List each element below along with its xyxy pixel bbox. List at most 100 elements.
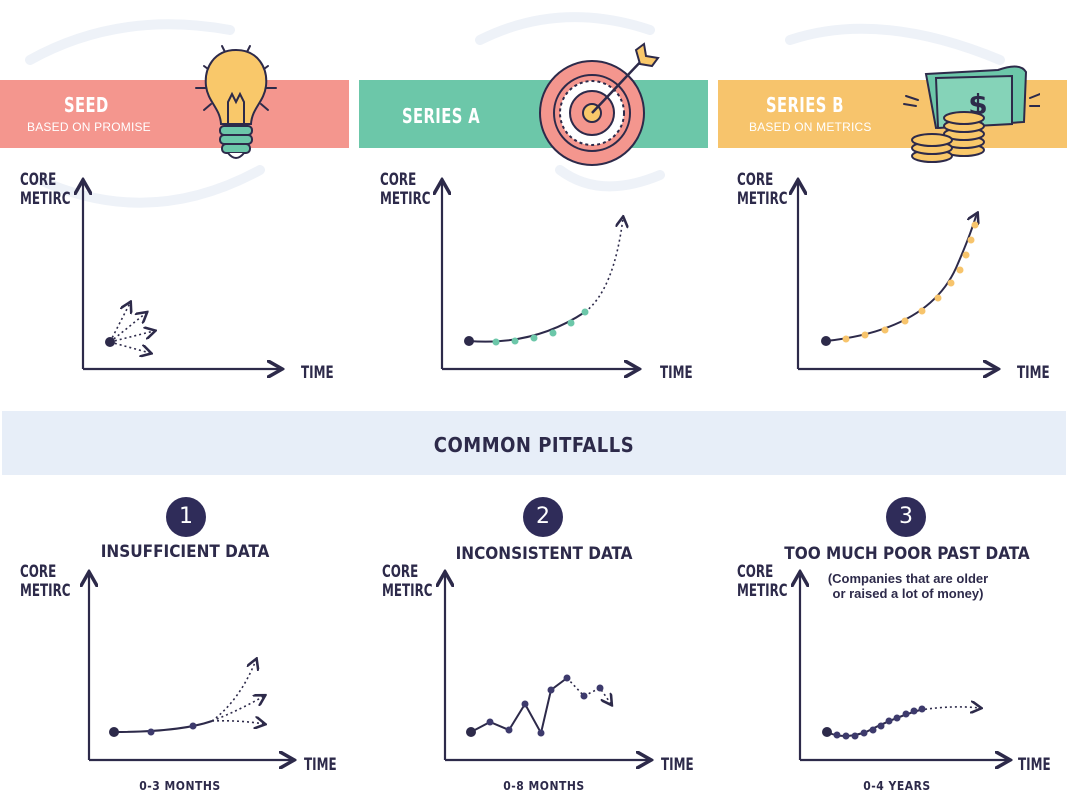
series-b-point: [956, 266, 964, 274]
series-a-start-point: [464, 336, 474, 346]
seed-chart: [0, 170, 350, 385]
series-b-point: [918, 307, 926, 315]
series-a-chart: [359, 170, 709, 385]
series-b-curve: [825, 215, 977, 342]
seed-start-point: [105, 337, 115, 347]
seed-projection: [109, 341, 150, 353]
pitfall-3-point: [910, 707, 918, 715]
pitfall-2-point: [537, 729, 545, 737]
pitfall-3-note-line2: or raised a lot of money): [832, 586, 984, 601]
pitfall-1-number: 1: [166, 497, 206, 537]
series-a-projection: [584, 218, 623, 313]
pitfall-3-point: [885, 717, 893, 725]
series-b-point: [842, 335, 850, 343]
pitfall-1-title: INSUFFICIENT DATA: [100, 542, 270, 562]
seed-title: SEED: [64, 93, 109, 117]
money-icon: $: [903, 65, 1040, 163]
series-a-point: [492, 338, 500, 346]
pitfall-3-title: TOO MUCH POOR PAST DATA: [784, 544, 1030, 564]
pitfall-2-point: [547, 686, 555, 694]
pitfall-3-start-point: [822, 727, 832, 737]
pitfall-3-point: [869, 726, 877, 734]
pitfall-2-point: [486, 718, 494, 726]
series-b-point: [947, 279, 955, 287]
pitfalls-band: COMMON PITFALLS: [2, 411, 1066, 475]
pitfall-3-point: [893, 714, 901, 722]
series-b-point: [967, 236, 975, 244]
series-a-curve: [468, 311, 586, 343]
pitfall-2-number: 2: [523, 497, 563, 537]
pitfall-2-projection: [566, 677, 611, 704]
pitfalls-heading: COMMON PITFALLS: [433, 433, 635, 457]
series-a-point: [530, 334, 538, 342]
pitfall-1-projection: [211, 660, 256, 722]
pitfall-2-range: 0-8 MONTHS: [503, 779, 585, 793]
pitfall-1-projection: [211, 721, 264, 724]
seed-projection: [109, 303, 130, 343]
pitfall-2-point: [563, 674, 571, 682]
pitfall-1-chart: [0, 560, 350, 775]
series-a-point: [511, 337, 519, 345]
series-b-point: [901, 317, 909, 325]
series-b-point: [962, 251, 970, 259]
seed-band: SEED BASED ON PROMISE: [0, 80, 349, 148]
target-icon: [539, 42, 660, 166]
pitfall-2-start-point: [466, 727, 476, 737]
seed-x-label: TIME: [301, 363, 334, 383]
pitfall-2-point: [596, 684, 604, 692]
series-b-start-point: [821, 336, 831, 346]
series-a-point: [581, 308, 589, 316]
series-b-x-label: TIME: [1017, 363, 1050, 383]
pitfall-1-point: [189, 722, 197, 730]
series-b-curve-tip: [976, 214, 977, 216]
pitfall-3-point: [877, 722, 885, 730]
series-a-title: SERIES A: [402, 104, 481, 128]
series-b-subtitle: BASED ON METRICS: [749, 120, 872, 134]
series-b-chart: [718, 170, 1068, 385]
pitfall-2-x-label: TIME: [661, 755, 694, 775]
series-b-point: [881, 326, 889, 334]
series-a-point: [549, 329, 557, 337]
pitfall-3-projection: [919, 707, 980, 710]
pitfall-3-point: [918, 705, 926, 713]
seed-projection: [109, 331, 154, 343]
pitfall-3-x-label: TIME: [1018, 755, 1051, 775]
seed-subtitle: BASED ON PROMISE: [27, 120, 151, 134]
pitfall-2-point: [580, 692, 588, 700]
pitfall-1-start-point: [109, 727, 119, 737]
pitfall-3-point: [842, 732, 850, 740]
pitfall-2-line: [470, 677, 568, 736]
series-b-point: [861, 331, 869, 339]
pitfall-3-chart: [718, 560, 1068, 775]
pitfall-2-point: [521, 700, 529, 708]
pitfall-2-chart: [359, 560, 709, 775]
pitfall-1-x-label: TIME: [304, 755, 337, 775]
pitfall-3-note-line1: (Companies that are older: [827, 571, 989, 586]
pitfall-1-curve: [113, 720, 213, 733]
series-a-band: SERIES A: [359, 80, 708, 148]
pitfall-2-title: INCONSISTENT DATA: [455, 544, 633, 564]
pitfall-2-point: [505, 726, 513, 734]
series-b-title: SERIES B: [766, 93, 844, 117]
pitfall-3-point: [833, 731, 841, 739]
pitfall-1-projection: [211, 696, 264, 722]
series-a-point: [567, 319, 575, 327]
pitfall-3-point: [902, 710, 910, 718]
pitfall-1-range: 0-3 MONTHS: [139, 779, 221, 793]
pitfall-3-point: [860, 729, 868, 737]
pitfall-1-point: [147, 728, 155, 736]
pitfall-3-point: [851, 732, 859, 740]
pitfall-3-number: 3: [886, 497, 926, 537]
light-bulb-icon: [195, 45, 277, 159]
series-a-x-label: TIME: [660, 363, 693, 383]
series-b-point: [934, 294, 942, 302]
series-b-point: [971, 221, 979, 229]
pitfall-3-note: (Companies that are older or raised a lo…: [790, 571, 1026, 601]
